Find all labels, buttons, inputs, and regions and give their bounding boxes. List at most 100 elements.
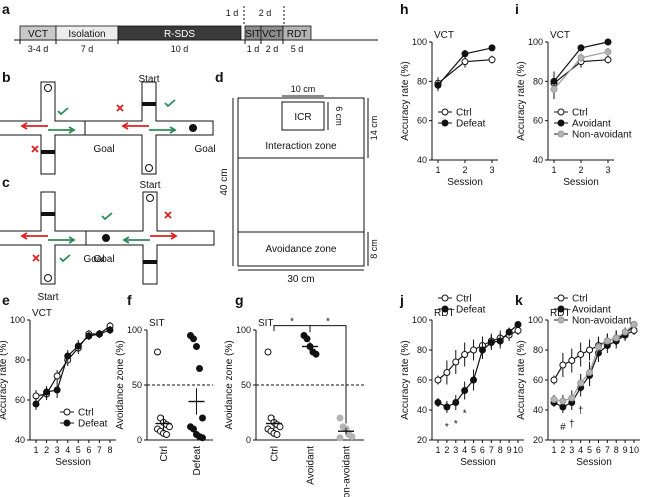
data-point [32, 400, 40, 408]
category-label: Avoidant [306, 446, 317, 485]
category-label: Non-avoidant [342, 446, 353, 497]
data-point [199, 434, 206, 442]
data-point [312, 350, 320, 358]
start-position-marker [145, 164, 153, 172]
legend-marker [557, 119, 565, 127]
x-axis-label: Session [460, 457, 496, 468]
legend-marker [441, 294, 449, 302]
panel-label-a: a [2, 1, 10, 17]
start-position-marker [44, 274, 52, 282]
data-point [577, 54, 585, 62]
chart-title: SIT [258, 318, 274, 329]
data-point [190, 425, 197, 433]
panel-label-d: d [215, 69, 224, 85]
x-tick-label: 10 [513, 445, 523, 455]
x-tick-label: 6 [480, 445, 485, 455]
y-axis-label: Accuracy rate (%) [400, 340, 411, 419]
data-point [514, 327, 522, 334]
y-tick-label: 100 [412, 315, 427, 325]
maze-outline [85, 191, 215, 285]
legend-label: Ctrl [572, 294, 588, 305]
y-tick-label: 40 [15, 435, 25, 445]
legend-label: Defeat [78, 419, 108, 430]
stage-label: RDT [287, 29, 308, 40]
legend-label: Ctrl [456, 294, 472, 305]
data-point [559, 397, 567, 405]
significance-mark: † [578, 406, 584, 417]
data-point [443, 369, 451, 376]
data-point [470, 376, 478, 384]
arena-diagram: ICR Interaction zone Avoidance zone 10 c… [219, 84, 379, 285]
panel-label-b: b [2, 69, 11, 85]
chart-title: VCT [434, 30, 454, 41]
legend-marker [441, 108, 449, 116]
stage-label: VCT [262, 29, 282, 40]
maze-door [142, 102, 156, 106]
cross-icon [32, 254, 40, 262]
legend-marker [557, 316, 565, 324]
data-point [461, 50, 469, 58]
check-icon [59, 254, 71, 263]
stage-duration: 10 d [171, 44, 189, 54]
data-point [434, 399, 442, 406]
check-icon [164, 99, 176, 108]
x-tick-label: 7 [605, 445, 610, 455]
x-tick-label: 2 [560, 445, 565, 455]
y-tick-label: 0 [246, 435, 251, 445]
icr-width-label: 10 cm [291, 84, 316, 94]
y-tick-label: 60 [15, 395, 25, 405]
y-tick-label: 100 [528, 37, 543, 47]
panel-letters: a b c d e f g h i j k [2, 1, 523, 308]
significance-mark: * [445, 422, 449, 433]
x-tick-label: 4 [65, 445, 70, 455]
cross-icon [164, 211, 172, 219]
maze-outline [0, 191, 113, 285]
data-point [496, 337, 504, 345]
x-tick-label: 5 [587, 445, 592, 455]
correct-arrow [48, 236, 76, 244]
y-axis-label: Accuracy rate (%) [400, 61, 411, 140]
data-point [163, 431, 170, 438]
legend-label: Ctrl [572, 108, 588, 119]
significance-mark: # [560, 422, 566, 433]
x-tick-label: 7 [489, 445, 494, 455]
start-label: Start [37, 292, 58, 303]
category-label: Defeat [192, 446, 203, 476]
panel-label-f: f [127, 292, 132, 308]
data-point [470, 346, 478, 354]
check-icon [57, 107, 69, 116]
data-point [443, 403, 451, 411]
avoidance-depth-label: 8 cm [369, 239, 379, 259]
x-axis-label: Session [563, 177, 599, 188]
x-tick-label: 2 [444, 445, 449, 455]
stage-label: Isolation [68, 29, 105, 40]
panel-label-g: g [235, 292, 244, 308]
data-point [264, 348, 272, 356]
x-tick-label: 9 [623, 445, 628, 455]
x-tick-label: 1 [33, 445, 38, 455]
goal-marker [102, 234, 110, 242]
data-point [53, 386, 61, 394]
data-point [604, 48, 612, 56]
maze-door [41, 212, 55, 216]
start-position-marker [146, 194, 154, 202]
legend-label: Defeat [456, 119, 486, 130]
data-point [630, 321, 638, 328]
data-point [434, 81, 442, 89]
data-point [488, 56, 496, 64]
maze-outline [0, 81, 113, 175]
error-arrow [150, 232, 178, 240]
data-point [488, 44, 496, 52]
maze-outline [84, 81, 214, 175]
x-tick-label: 4 [578, 445, 583, 455]
y-tick-label: 40 [417, 155, 427, 165]
error-arrow [20, 232, 48, 240]
legend-label: Avoidant [572, 305, 611, 316]
stage-bar [117, 25, 242, 41]
y-tick-label: 100 [236, 325, 251, 335]
y-tick-label: 40 [417, 405, 427, 415]
y-tick-label: 40 [533, 155, 543, 165]
